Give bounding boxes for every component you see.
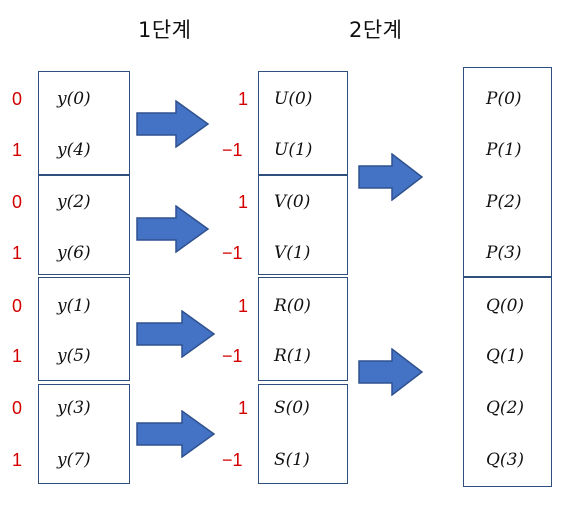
col1-box-4 [38, 384, 130, 484]
col1-label: y(5) [57, 346, 91, 366]
col2-index: 1 [238, 89, 249, 109]
col2-box-3 [258, 277, 348, 381]
col2-index: −1 [222, 243, 243, 263]
right-arrow-shape [358, 348, 424, 396]
col3-label: P(2) [486, 192, 522, 212]
col1-index: 0 [12, 398, 23, 418]
stage1-title: 1단계 [138, 18, 192, 42]
right-arrow-shape [136, 100, 210, 148]
col2-label: S(1) [274, 450, 310, 470]
col2-label: R(0) [274, 296, 311, 316]
col1-label: y(1) [57, 296, 91, 316]
col1-label: y(6) [57, 243, 91, 263]
col3-label: P(3) [486, 243, 522, 263]
col1-box-2 [38, 175, 130, 275]
col2-box-2 [258, 175, 348, 275]
col1-index: 0 [12, 89, 23, 109]
col1-index: 0 [12, 192, 23, 212]
col1-label: y(0) [57, 89, 91, 109]
col2-label: V(1) [274, 243, 311, 263]
col1-index: 1 [12, 450, 23, 470]
col1-box-1 [38, 71, 130, 175]
col3-label: P(1) [486, 140, 522, 160]
col2-index: 1 [238, 296, 249, 316]
col3-box-p [463, 67, 552, 277]
right-arrow-icon [136, 205, 210, 253]
col2-index: 1 [238, 398, 249, 418]
col3-label: Q(3) [486, 450, 525, 470]
col2-box-4 [258, 384, 348, 484]
col2-index: −1 [222, 140, 243, 160]
col2-box-1 [258, 71, 348, 175]
col3-box-q [463, 277, 552, 487]
col1-box-3 [38, 277, 130, 381]
col3-label: Q(2) [486, 398, 525, 418]
right-arrow-icon [136, 410, 216, 458]
col1-label: y(7) [57, 450, 91, 470]
col1-label: y(3) [57, 398, 91, 418]
col2-label: R(1) [274, 346, 311, 366]
col1-index: 0 [12, 296, 23, 316]
right-arrow-icon [136, 100, 210, 148]
col2-label: U(0) [274, 89, 313, 109]
col3-label: Q(0) [486, 296, 525, 316]
col1-index: 1 [12, 346, 23, 366]
right-arrow-icon [358, 153, 424, 201]
col3-label: P(0) [486, 89, 522, 109]
right-arrow-icon [358, 348, 424, 396]
col2-index: −1 [222, 450, 243, 470]
right-arrow-shape [136, 410, 216, 458]
col2-label: U(1) [274, 140, 313, 160]
col1-label: y(2) [57, 192, 91, 212]
right-arrow-shape [136, 205, 210, 253]
stage2-title: 2단계 [349, 18, 403, 42]
col2-label: V(0) [274, 192, 311, 212]
col2-label: S(0) [274, 398, 310, 418]
col1-label: y(4) [57, 140, 91, 160]
right-arrow-shape [358, 153, 424, 201]
col2-index: 1 [238, 192, 249, 212]
col3-label: Q(1) [486, 346, 525, 366]
col1-index: 1 [12, 140, 23, 160]
col2-index: −1 [222, 346, 243, 366]
right-arrow-shape [136, 310, 216, 358]
right-arrow-icon [136, 310, 216, 358]
col1-index: 1 [12, 243, 23, 263]
